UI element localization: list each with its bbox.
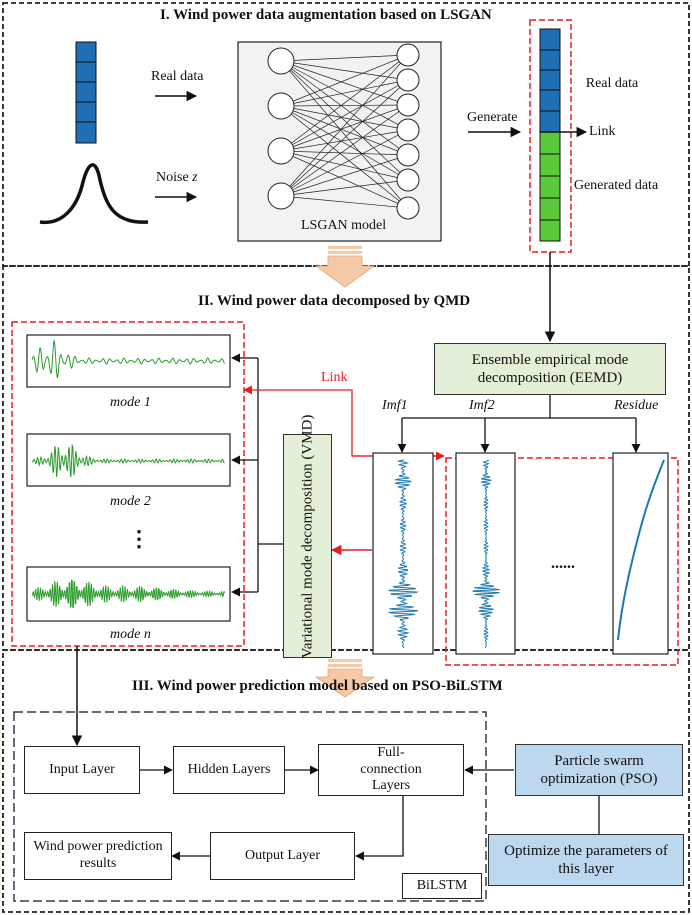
real-data-column [75,41,97,144]
pso-box: Particle swarm optimization (PSO) [515,744,683,796]
residue-signal [617,459,665,641]
nn-node [396,168,420,192]
output-layer-box: Output Layer [210,832,355,880]
nn-edge [280,105,409,181]
nn-node [396,68,420,92]
nn-edge [280,60,409,156]
imf1-label: Imf1 [382,398,408,413]
mode2-signal [31,444,225,477]
nn-edge [280,154,409,197]
nn-edge [280,105,409,131]
nn-node [267,92,295,120]
nn-node [396,43,420,67]
imf2-signal [472,459,500,648]
nn-edge [280,54,409,152]
modes-vertical-dots: ⋮ [128,526,150,551]
eemd-box: Ensemble empirical mode decomposition (E… [434,343,666,395]
nn-edge [280,104,409,107]
red-link-label: Link [321,370,348,385]
full-connection-box: Full-connection Layers [318,744,464,796]
nn-edge [280,79,409,107]
noise-label: Noise z [156,170,198,185]
section2-frame [2,265,690,651]
moden-label: mode n [110,627,151,642]
full-to-output-arrow [355,796,404,861]
real-data-label: Real data [151,69,204,84]
nn-edge [280,79,409,152]
section3-frame [2,649,690,913]
nn-edge [280,195,409,209]
imf1-signal [388,459,419,649]
nn-node [267,47,295,75]
nn-edge [280,54,409,107]
residue-label: Residue [614,398,659,413]
link-label: Link [589,124,616,139]
nn-edge [280,105,409,209]
vmd-label: Variational mode decomposition (VMD) [299,414,316,658]
nn-edge [280,150,409,156]
stacked-data-column [539,28,561,242]
nn-node [396,196,420,220]
mode1-label: mode 1 [110,395,151,410]
nn-node [267,137,295,165]
nn-edge [280,105,409,156]
input-layer-box: Input Layer [24,746,140,794]
nn-edge [280,79,409,197]
lsgan-model-label: LSGAN model [301,218,387,233]
imf-dashed-frame [445,457,679,666]
nn-edge [280,129,409,197]
imf2-label: Imf2 [469,398,495,413]
transition-arrow-2 [314,659,376,698]
bilstm-label-box: BiLSTM [402,873,482,899]
mode1-signal [31,340,226,379]
nn-edge [280,104,409,197]
nn-nodes [267,43,420,220]
nn-edge [280,129,409,152]
nn-edge [280,104,409,152]
mode2-label: mode 2 [110,494,151,509]
nn-node [396,118,420,142]
bilstm-dashed-frame [13,711,487,902]
nn-edge [280,150,409,209]
nn-edge [280,150,409,181]
nn-node [396,143,420,167]
section2-title: II. Wind power data decomposed by QMD [198,293,471,309]
section3-title: III. Wind power prediction model based o… [132,678,503,694]
section1-title: I. Wind power data augmentation based on… [160,7,492,23]
nn-node [396,93,420,117]
generated-data-label: Generated data [573,177,659,193]
nn-edge [280,179,409,197]
red-link-line [243,385,442,457]
real-data-right-label: Real data [585,75,639,91]
noise-curve [39,163,149,225]
moden-signal [31,579,226,609]
modes-dashed-frame [11,321,245,647]
nn-node [267,182,295,210]
nn-edge [280,60,409,131]
results-box: Wind power prediction results [24,832,172,880]
hidden-layers-box: Hidden Layers [173,746,285,794]
vmd-box: Variational mode decomposition (VMD) [283,414,332,658]
imf-horizontal-dots: ...... [551,555,575,572]
residue-plot [612,452,669,655]
nn-edge [280,54,409,62]
nn-edge [280,60,409,181]
nn-edge [280,54,409,197]
nn-edge [280,60,409,81]
transition-arrow-1 [314,246,376,288]
nn-edge [280,60,409,106]
optimize-box: Optimize the parameters of this layer [488,834,684,886]
nn-edge [280,60,409,209]
nn-edges [280,54,409,209]
generate-label: Generate [467,110,518,125]
imf1-plot [372,452,434,655]
